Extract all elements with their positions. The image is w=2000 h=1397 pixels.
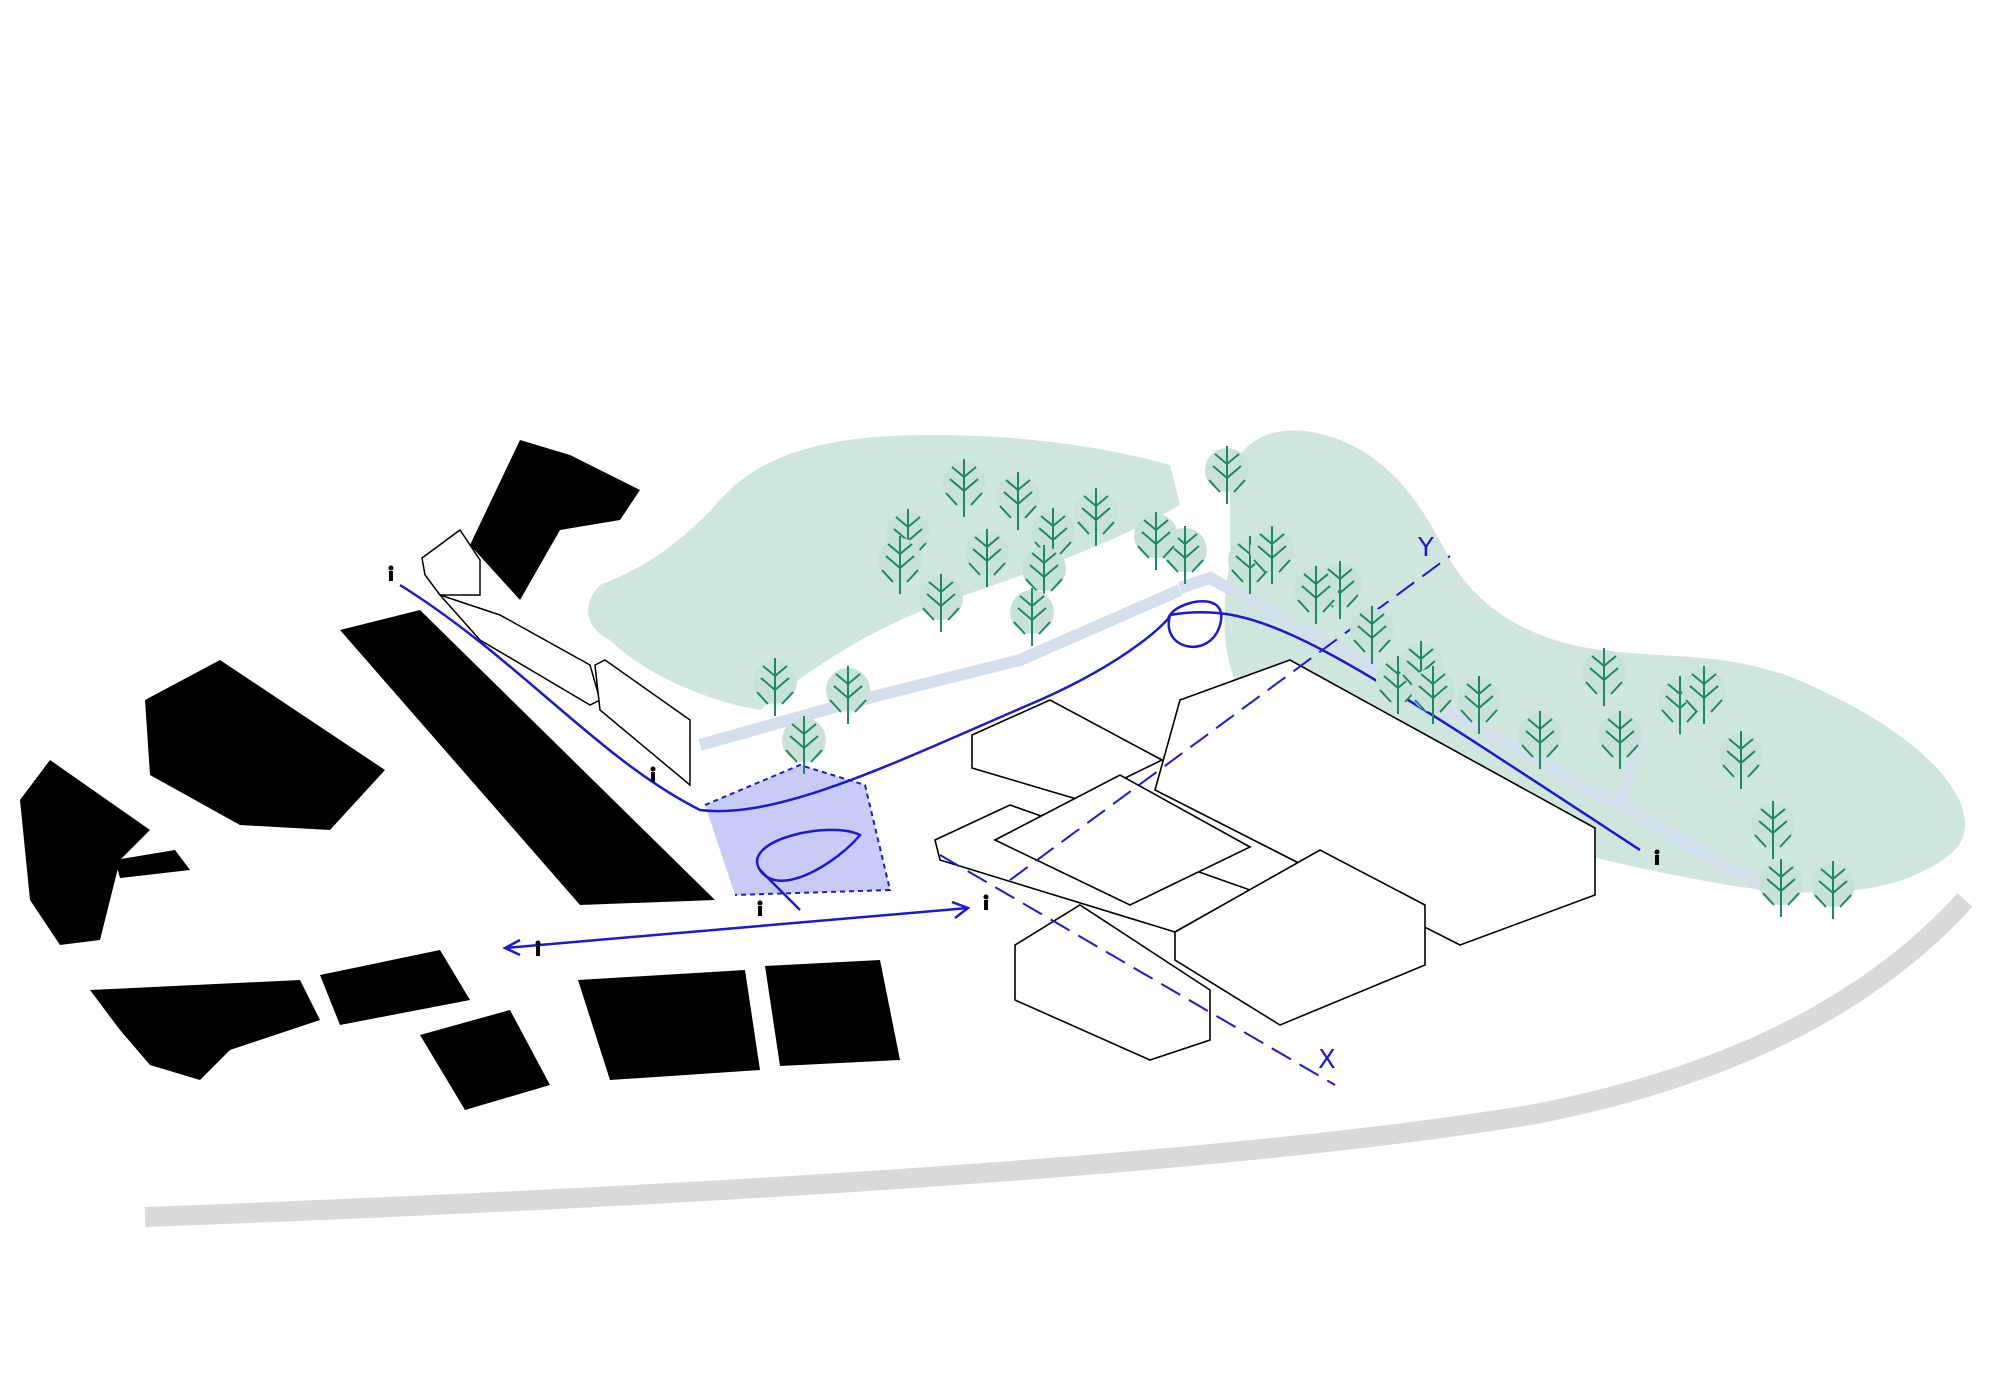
building-mass <box>470 440 640 600</box>
building-mass <box>115 850 190 878</box>
park-path-west <box>698 584 1183 751</box>
person-icon <box>650 766 656 782</box>
person-icon <box>1654 849 1660 865</box>
building-mass <box>765 960 900 1066</box>
tree-icon <box>1074 488 1118 546</box>
park-path-east <box>1178 571 1783 901</box>
tree-icon <box>1205 446 1249 504</box>
building-mass <box>420 1010 550 1110</box>
tree-group <box>753 446 1855 919</box>
person-icon <box>757 900 763 916</box>
volume-south-west <box>1014 904 1211 1061</box>
building-mass <box>20 760 150 945</box>
tree-icon <box>1134 512 1178 570</box>
tree-icon <box>942 459 986 517</box>
tree-icon <box>1598 711 1642 769</box>
tree-icon <box>1457 676 1501 734</box>
tree-icon <box>1294 566 1338 624</box>
volume-main <box>1154 659 1596 946</box>
plaza-dashed-edge <box>704 763 892 896</box>
tree-icon <box>996 472 1040 530</box>
volume-south-east <box>1174 849 1426 1026</box>
person-icon <box>983 894 989 910</box>
tree-icon <box>1719 731 1763 789</box>
existing-buildings <box>20 440 900 1110</box>
tree-icon <box>1759 859 1803 917</box>
tree-icon <box>1682 666 1726 724</box>
circulation-routes <box>399 583 1641 957</box>
tree-icon <box>1031 508 1075 566</box>
courtyard-void <box>993 774 1252 906</box>
tree-icon <box>1022 545 1066 603</box>
tree-icon <box>1250 526 1294 584</box>
tree-icon <box>1582 648 1626 706</box>
person-icon <box>388 565 394 581</box>
people-group <box>388 565 1660 956</box>
tree-icon <box>1411 666 1455 724</box>
historic-buildings <box>421 528 691 787</box>
tree-icon <box>753 658 797 716</box>
tree-icon <box>1010 588 1054 646</box>
person-icon <box>535 940 541 956</box>
tree-icon <box>878 536 922 594</box>
tree-icon <box>919 574 963 632</box>
tree-icon <box>1811 861 1855 919</box>
tree-icon <box>965 529 1009 587</box>
tree-icon <box>826 666 870 724</box>
tree-icon <box>782 716 826 774</box>
axis-x-label: X <box>1318 1045 1336 1075</box>
new-building <box>934 659 1596 1061</box>
entrance-plaza <box>705 765 890 895</box>
tree-icon <box>1518 711 1562 769</box>
tree-icon <box>1751 801 1795 859</box>
axis-y-label: Y <box>1417 533 1434 563</box>
building-mass <box>340 610 715 905</box>
tree-icon <box>1350 606 1394 664</box>
perimeter-road <box>144 893 1973 1227</box>
axis-x-line <box>939 854 1336 1086</box>
building-mass <box>90 980 320 1080</box>
building-mass <box>578 970 760 1080</box>
building-mass <box>320 950 470 1025</box>
building-mass <box>145 660 385 830</box>
